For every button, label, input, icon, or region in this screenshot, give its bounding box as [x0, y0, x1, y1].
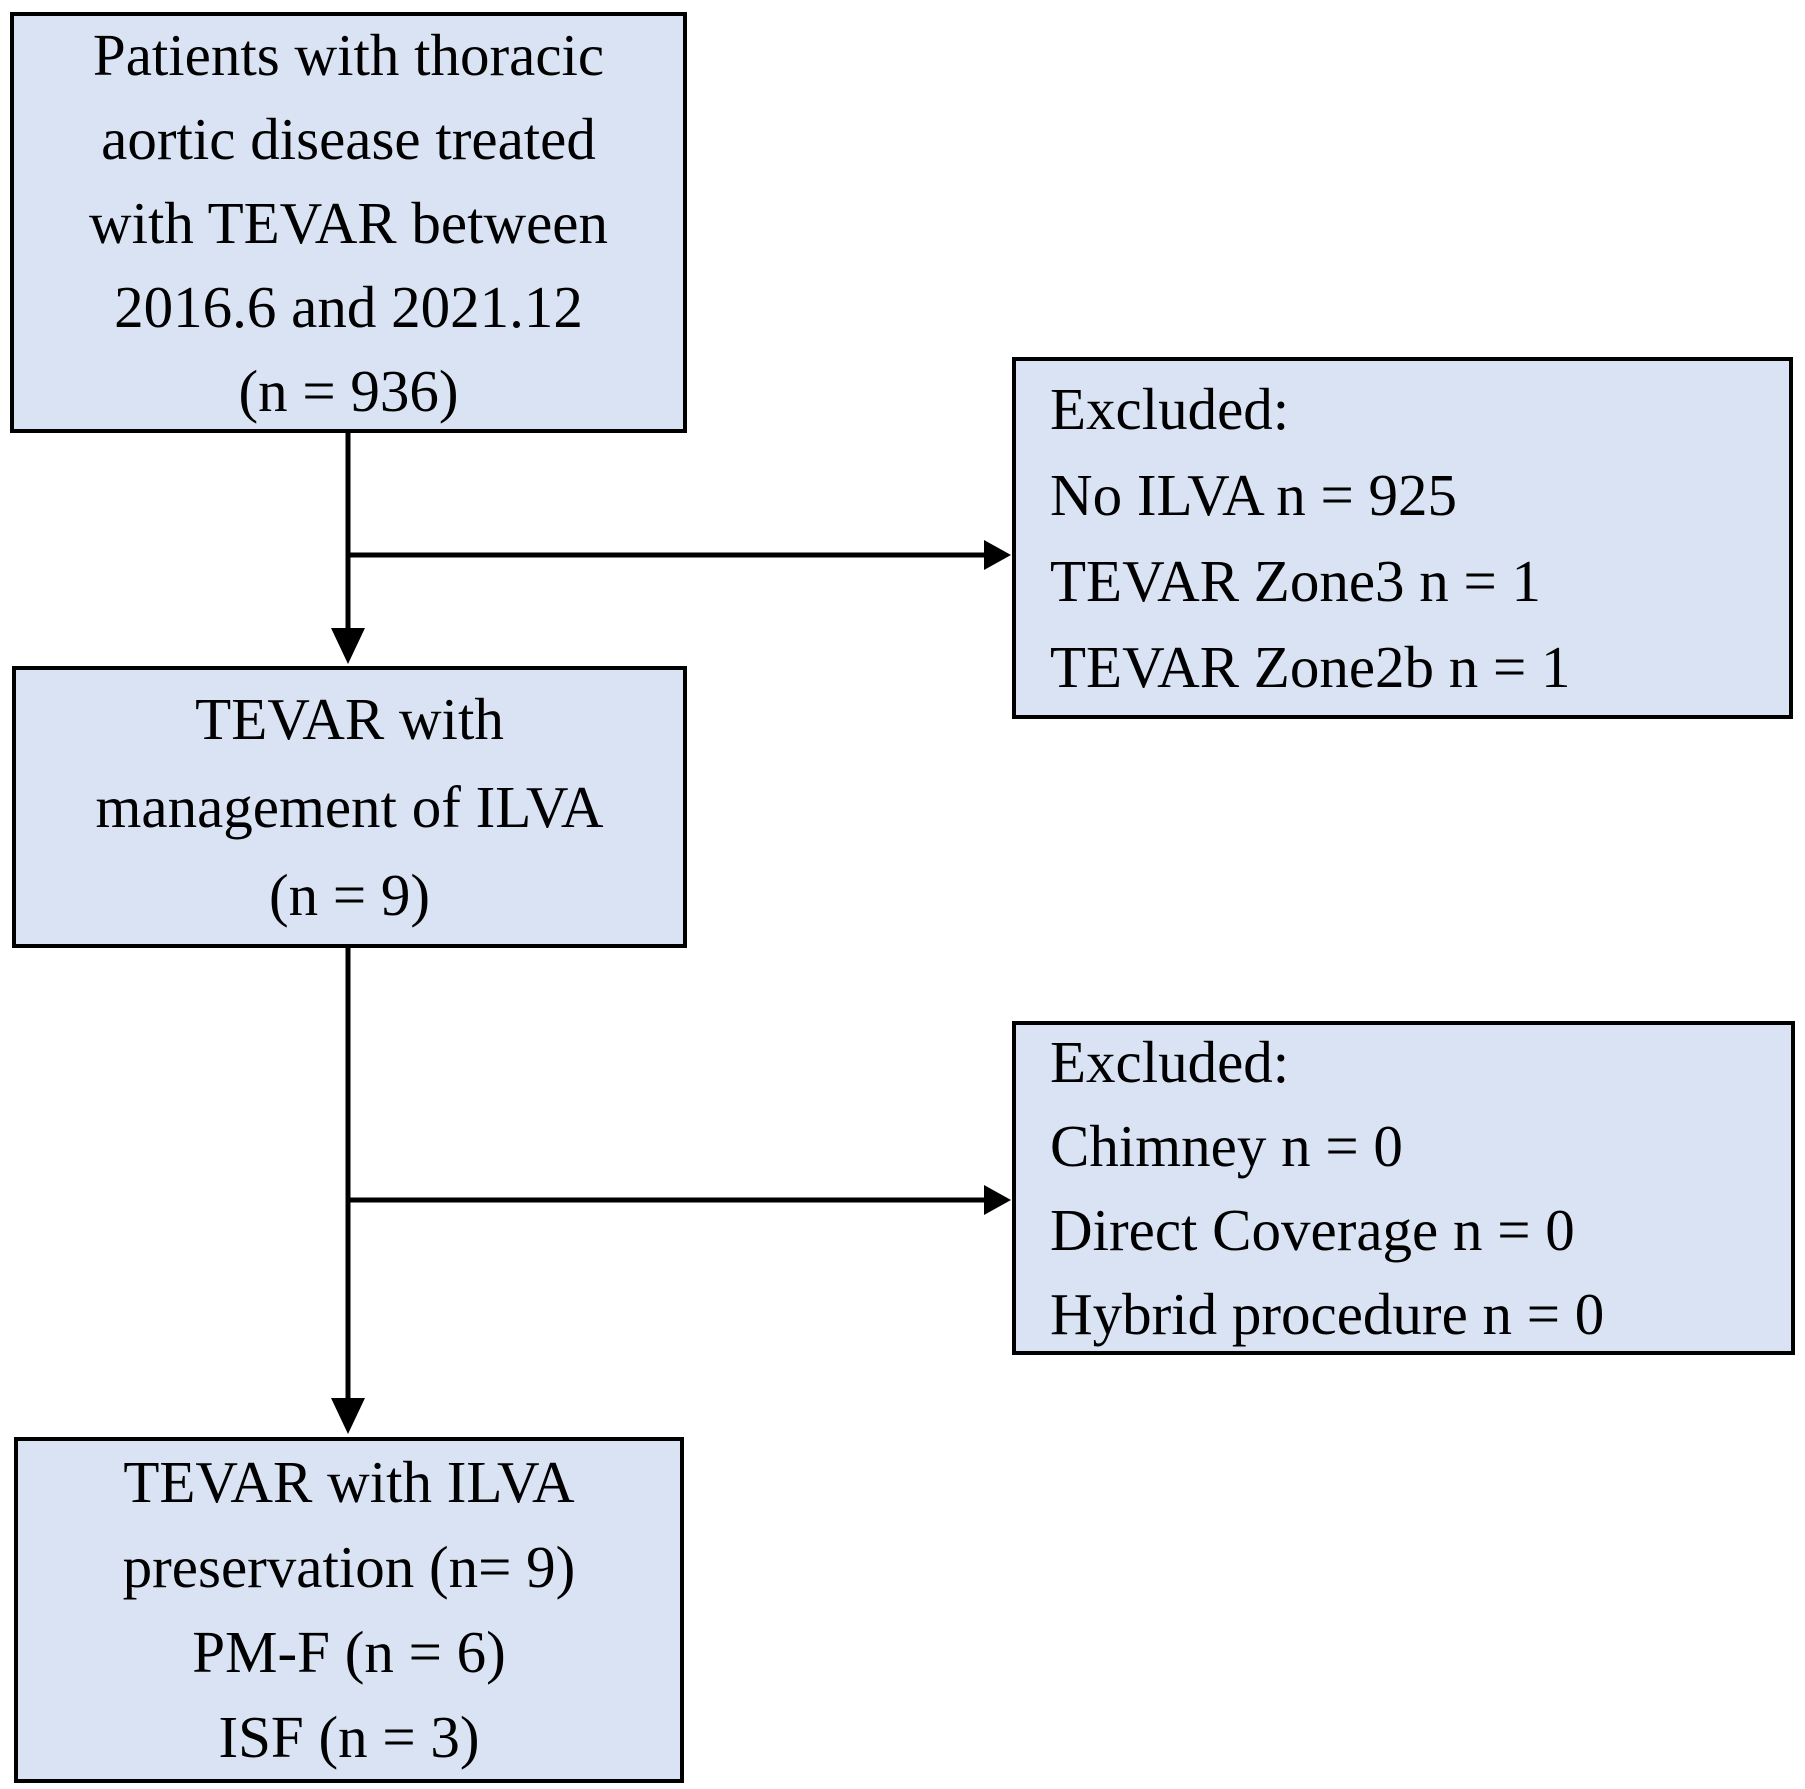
flow-box-tevar-preservation: TEVAR with ILVA preservation (n= 9) PM-F… — [14, 1437, 684, 1783]
box-text-line: TEVAR with — [195, 686, 504, 752]
arrow-initial-to-management — [331, 433, 365, 664]
box-text-line: (n = 9) — [268, 862, 431, 928]
arrow-management-to-preservation — [331, 947, 365, 1434]
box-text-line: Hybrid procedure n = 0 — [1050, 1281, 1605, 1347]
box-text-line: Direct Coverage n = 0 — [1050, 1197, 1575, 1263]
box-text-line: No ILVA n = 925 — [1050, 462, 1458, 528]
arrowhead-down-icon — [331, 1398, 365, 1434]
flow-box-excluded-first: Excluded: No ILVA n = 925 TEVAR Zone3 n … — [1012, 357, 1793, 719]
box-text-line: 2016.6 and 2021.12 — [114, 273, 583, 340]
arrowhead-right-icon — [984, 540, 1011, 570]
box-text-line: TEVAR Zone3 n = 1 — [1050, 548, 1542, 614]
box-text-line: Patients with thoracic — [92, 21, 605, 88]
box-text-line: Excluded: — [1050, 376, 1290, 442]
box-text-line: TEVAR Zone2b n = 1 — [1050, 634, 1571, 700]
box-text-line: ISF (n = 3) — [218, 1704, 480, 1770]
flow-box-initial-patients: Patients with thoracic aortic disease tr… — [10, 12, 687, 433]
arrow-branch-to-excluded2 — [346, 1185, 1011, 1215]
box-text-line: (n = 936) — [238, 357, 459, 424]
box-text-line: TEVAR with ILVA — [123, 1449, 575, 1515]
box-text-line: management of ILVA — [95, 774, 604, 840]
flow-box-excluded-second: Excluded: Chimney n = 0 Direct Coverage … — [1012, 1021, 1795, 1355]
box-text-line: Excluded: — [1050, 1029, 1290, 1095]
box-text-line: Chimney n = 0 — [1050, 1113, 1403, 1179]
box-text-line: with TEVAR between — [89, 189, 608, 256]
box-text-line: aortic disease treated — [101, 105, 596, 172]
flow-box-tevar-management: TEVAR with management of ILVA (n = 9) — [12, 666, 687, 948]
box-text-line: preservation (n= 9) — [122, 1534, 576, 1600]
box-text-line: PM-F (n = 6) — [192, 1619, 506, 1685]
arrow-branch-to-excluded1 — [346, 540, 1011, 570]
arrowhead-right-icon — [984, 1185, 1011, 1215]
arrowhead-down-icon — [331, 628, 365, 664]
